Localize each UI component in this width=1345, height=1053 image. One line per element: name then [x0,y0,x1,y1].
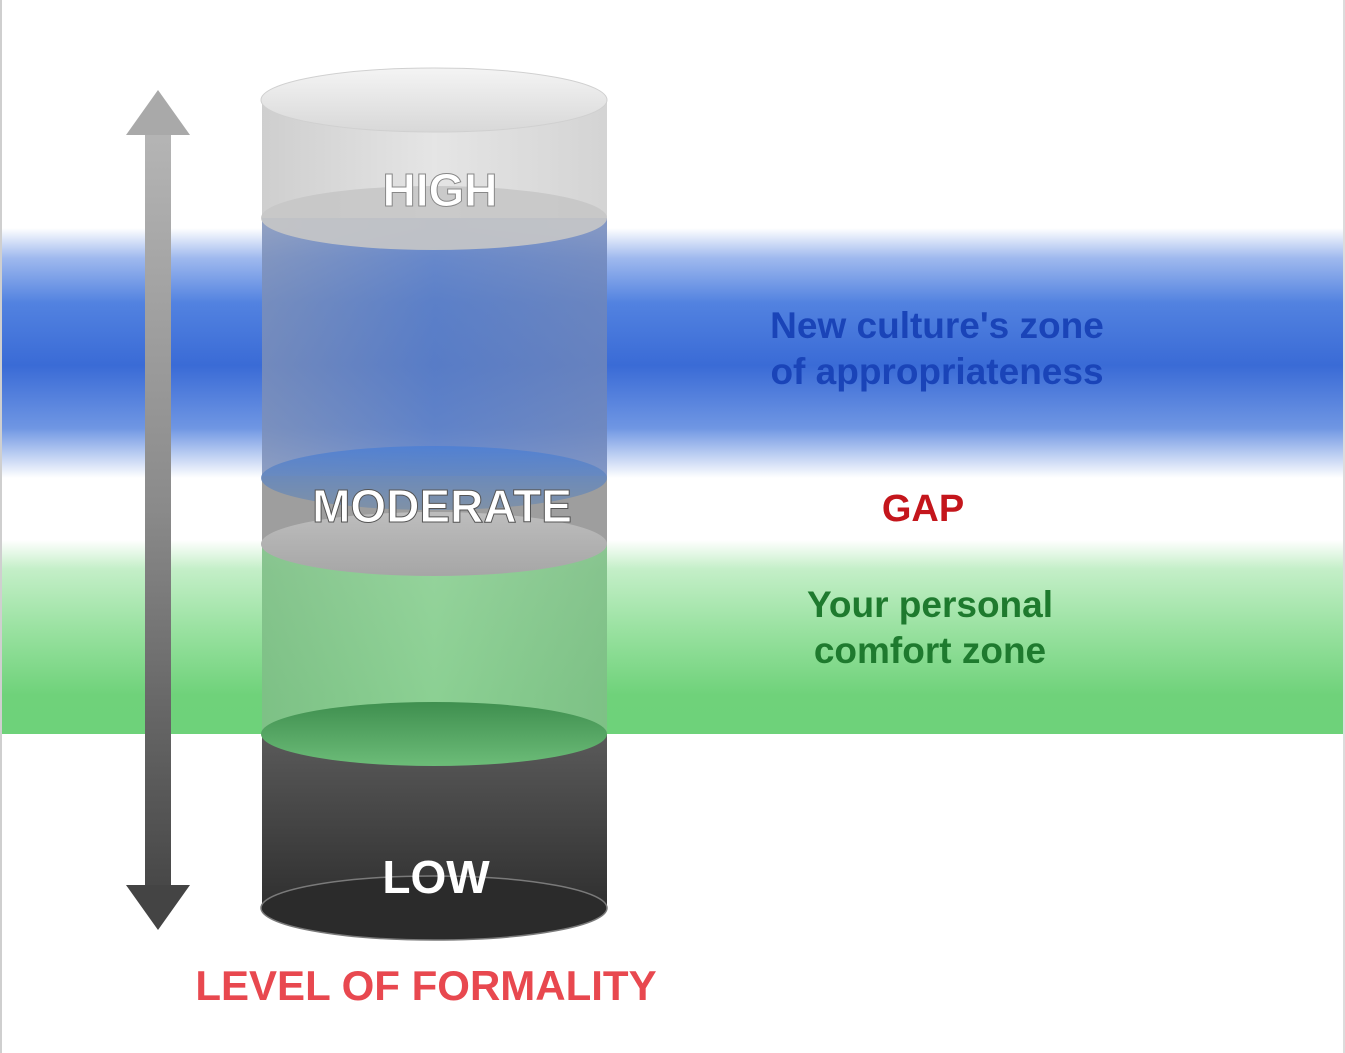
formality-axis-arrow-icon [126,90,190,930]
new-culture-zone-label-line2: of appropriateness [770,351,1103,392]
level-moderate-label: MODERATE [312,480,572,532]
new-culture-zone-label-line1: New culture's zone [770,305,1104,346]
personal-comfort-zone-label-line2: comfort zone [814,630,1046,671]
level-low-label: LOW [382,851,490,903]
level-high-label: HIGH [383,164,498,216]
personal-comfort-zone-band [2,540,1343,734]
level-of-formality-label: LEVEL OF FORMALITY [195,962,656,1009]
formality-cylinder [260,67,608,941]
gap-label: GAP [882,488,964,530]
personal-comfort-zone-label-line1: Your personal [807,584,1053,625]
new-culture-zone-band [2,228,1343,478]
